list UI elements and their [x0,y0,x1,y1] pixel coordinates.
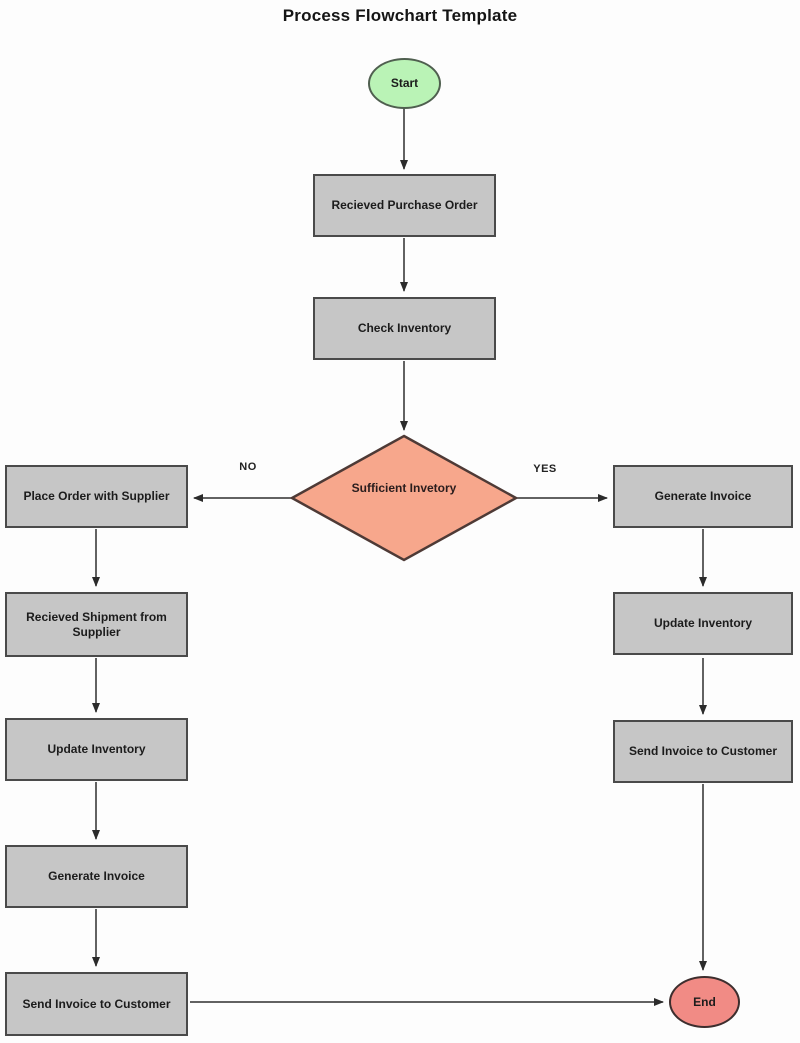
process-received-shipment-from-supplier[interactable]: Recieved Shipment from Supplier [5,592,188,657]
process-label: Generate Invoice [654,489,752,503]
process-label: Place Order with Supplier [23,489,170,503]
process-check-inventory[interactable]: Check Inventory [313,297,496,360]
process-generate-invoice-right[interactable]: Generate Invoice [613,465,793,528]
decision-label: Sufficient Invetory [351,481,457,495]
process-update-inventory-right[interactable]: Update Inventory [613,592,793,655]
process-label: Send Invoice to Customer [22,996,171,1011]
process-received-purchase-order[interactable]: Recieved Purchase Order [313,174,496,237]
process-update-inventory-left[interactable]: Update Inventory [5,718,188,781]
process-label: Recieved Shipment from Supplier [26,609,167,639]
process-send-invoice-to-customer-right[interactable]: Send Invoice to Customer [613,720,793,783]
end-node[interactable]: End [669,976,740,1028]
process-label: Recieved Purchase Order [331,198,478,212]
process-label: Generate Invoice [48,869,145,883]
process-send-invoice-to-customer-left[interactable]: Send Invoice to Customer [5,972,188,1036]
branch-label-no: NO [239,461,257,473]
process-label: Check Inventory [357,321,452,335]
process-label: Update Inventory [47,742,146,756]
branch-label-yes: YES [533,463,557,475]
start-node[interactable]: Start [368,58,441,109]
start-label: Start [390,76,419,90]
page-title: Process Flowchart Template [282,6,518,25]
process-label: Send Invoice to Customer [628,744,778,758]
end-label: End [693,994,716,1009]
process-label: Update Inventory [653,616,752,630]
process-generate-invoice-left[interactable]: Generate Invoice [5,845,188,908]
decision-diamond[interactable] [289,434,519,562]
process-place-order-with-supplier[interactable]: Place Order with Supplier [5,465,188,528]
